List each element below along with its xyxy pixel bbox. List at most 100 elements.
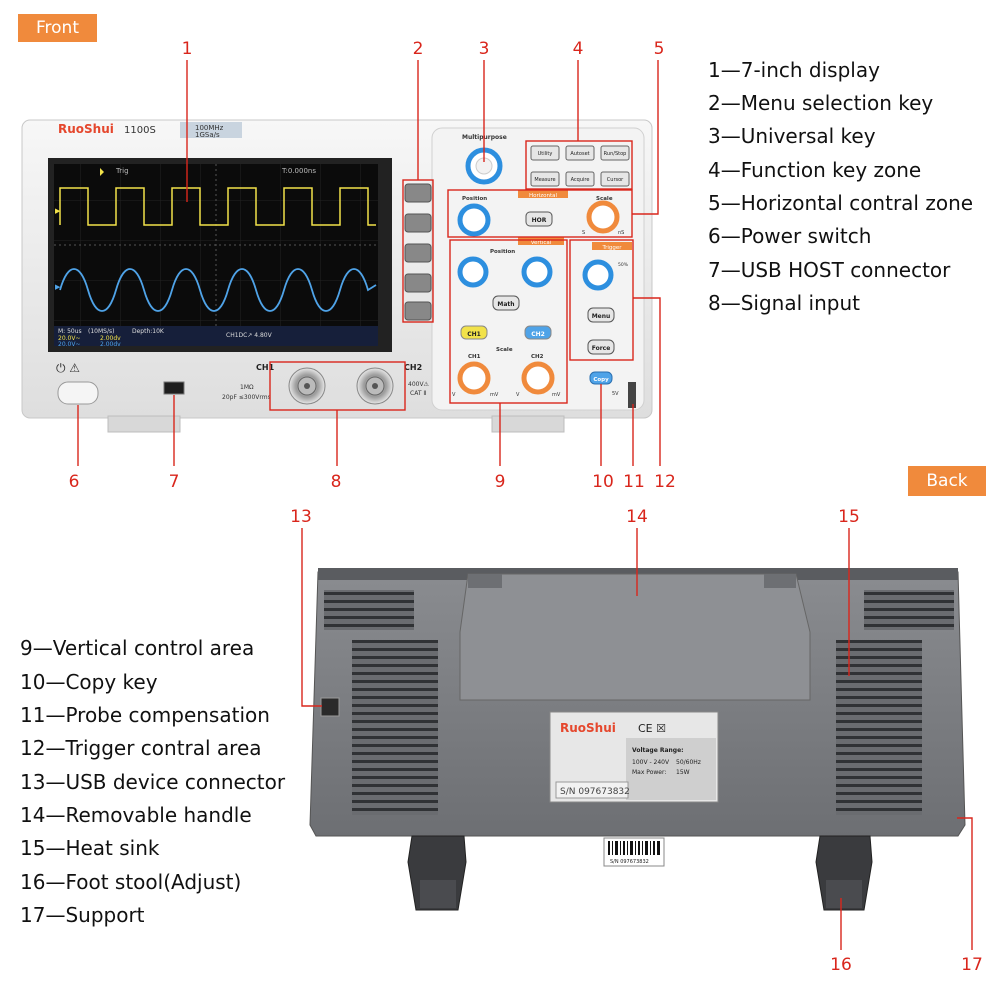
menu-key-4[interactable] bbox=[404, 273, 432, 293]
status-depth: Depth:10K bbox=[132, 328, 165, 335]
input-ch1-label: CH1 bbox=[256, 363, 275, 372]
front-stand-right bbox=[491, 415, 565, 433]
runstop-button[interactable] bbox=[600, 145, 630, 161]
ch2-position-knob[interactable] bbox=[521, 256, 553, 288]
callout-number-6: 6 bbox=[69, 472, 80, 492]
menu-key-5[interactable] bbox=[404, 301, 432, 321]
legend-top: 1—7-inch display 2—Menu selection key 3—… bbox=[708, 58, 998, 328]
trigger-marker-icon bbox=[100, 168, 104, 176]
rear-brand: RuoShui bbox=[560, 721, 616, 735]
h-scale-knob[interactable] bbox=[586, 200, 620, 234]
callout-number-4: 4 bbox=[573, 39, 584, 59]
autoset-label: Autoset bbox=[570, 151, 589, 157]
status-rate: (10MS/s) bbox=[88, 328, 114, 335]
legend-item: 1—7-inch display bbox=[708, 58, 880, 82]
callout-number-11: 11 bbox=[623, 472, 645, 492]
callout-number-13: 13 bbox=[290, 507, 312, 527]
function-key-zone: Utility Autoset Run/Stop Measure Acquire… bbox=[530, 145, 630, 187]
callout-number-10: 10 bbox=[592, 472, 614, 492]
usb-device-port[interactable] bbox=[320, 697, 340, 717]
ch2-scale-knob[interactable] bbox=[521, 361, 555, 395]
status-ch1-div: 2.00dv bbox=[100, 335, 121, 342]
serial-number: S/N 097673832 bbox=[560, 787, 630, 797]
ch1-position-knob[interactable] bbox=[457, 256, 489, 288]
legend-item: 14—Removable handle bbox=[20, 803, 252, 827]
spec-badge bbox=[180, 122, 242, 138]
power-label: Max Power: bbox=[632, 769, 666, 776]
status-ch2-div: 2.00dv bbox=[100, 341, 121, 348]
h-scale-label: Scale bbox=[596, 196, 613, 202]
probe-compensation-terminal[interactable] bbox=[628, 382, 636, 408]
h-unit-ns: nS bbox=[618, 230, 624, 236]
legend-item: 6—Power switch bbox=[708, 224, 872, 248]
trigger-level-knob[interactable] bbox=[582, 259, 614, 291]
cursor-button[interactable] bbox=[600, 171, 630, 187]
ch1-bnc-connector[interactable] bbox=[288, 367, 326, 405]
callout-number-7: 7 bbox=[169, 472, 180, 492]
ch1-button[interactable] bbox=[460, 325, 488, 340]
callout-number-2: 2 bbox=[413, 39, 424, 59]
heat-sink-right bbox=[836, 640, 922, 815]
runstop-label: Run/Stop bbox=[604, 151, 627, 157]
math-button[interactable] bbox=[492, 295, 520, 311]
status-trigger: CH1DC↗ 4.80V bbox=[226, 332, 273, 339]
legend-bottom: 9—Vertical control area 10—Copy key 11—P… bbox=[20, 636, 310, 936]
voltage-value: 100V - 240V bbox=[632, 759, 670, 766]
menu-selection-keys bbox=[404, 183, 432, 321]
legend-item: 15—Heat sink bbox=[20, 836, 160, 860]
ch2-button[interactable] bbox=[524, 325, 552, 340]
legend-item: 12—Trigger contral area bbox=[20, 736, 262, 760]
acquire-label: Acquire bbox=[571, 177, 590, 183]
force-button[interactable] bbox=[587, 339, 615, 355]
legend-item: 5—Horizontal contral zone bbox=[708, 191, 974, 215]
ch2-bnc-connector[interactable] bbox=[356, 367, 394, 405]
legend-item: 16—Foot stool(Adjust) bbox=[20, 870, 242, 894]
power-symbols: ⏻ ⚠ bbox=[56, 361, 80, 375]
ch1-scale-knob[interactable] bbox=[457, 361, 491, 395]
legend-item: 9—Vertical control area bbox=[20, 636, 255, 660]
measure-button[interactable] bbox=[530, 171, 560, 187]
foot-stool-left[interactable] bbox=[407, 835, 467, 911]
power-switch[interactable] bbox=[57, 381, 99, 405]
horizontal-label: Horizontal bbox=[529, 193, 558, 199]
usb-host-port[interactable] bbox=[163, 381, 185, 395]
input-category: CAT Ⅱ bbox=[410, 390, 426, 397]
callout-number-12: 12 bbox=[654, 472, 676, 492]
legend-item: 2—Menu selection key bbox=[708, 91, 934, 115]
legend-item: 13—USB device connector bbox=[20, 770, 286, 794]
ch1-marker: ▶ bbox=[55, 207, 61, 215]
acquire-button[interactable] bbox=[565, 171, 595, 187]
trigger-menu-label: Menu bbox=[592, 313, 611, 320]
h-position-knob[interactable] bbox=[457, 203, 491, 237]
legend-item: 10—Copy key bbox=[20, 670, 158, 694]
vertical-label: Vertical bbox=[531, 240, 552, 246]
status-bar bbox=[54, 326, 378, 346]
input-ch2-label: CH2 bbox=[404, 363, 422, 372]
front-view: RuoShui 1100S 100MHz 1GSa/s Trig T:0.000… bbox=[21, 119, 653, 433]
legend-item: 17—Support bbox=[20, 903, 145, 927]
hor-button[interactable] bbox=[525, 211, 553, 227]
foot-stool-right[interactable] bbox=[815, 835, 873, 911]
heat-sink-left bbox=[352, 640, 438, 815]
brand-logo: RuoShui bbox=[58, 122, 114, 136]
callout-number-14: 14 bbox=[626, 507, 648, 527]
cursor-label: Cursor bbox=[607, 177, 624, 183]
callout-number-15: 15 bbox=[838, 507, 860, 527]
autoset-button[interactable] bbox=[565, 145, 595, 161]
menu-key-3[interactable] bbox=[404, 243, 432, 263]
force-label: Force bbox=[592, 345, 611, 352]
ch1-unit-mv: mV bbox=[490, 392, 499, 398]
ch2-scale-caption: CH2 bbox=[531, 354, 544, 360]
menu-key-1[interactable] bbox=[404, 183, 432, 203]
vertical-zone: Vertical Position Math CH1 CH2 Scale CH1… bbox=[452, 237, 564, 398]
horizontal-zone: Horizontal Position HOR Scale S nS bbox=[457, 190, 624, 237]
utility-button[interactable] bbox=[530, 145, 560, 161]
spec-bandwidth: 100MHz bbox=[195, 124, 224, 132]
trigger-zone: Trigger 50% Menu Force bbox=[582, 242, 632, 355]
legend-item: 3—Universal key bbox=[708, 124, 876, 148]
trigger-menu-button[interactable] bbox=[587, 307, 615, 323]
rear-callouts bbox=[301, 528, 973, 950]
voltage-freq: 50/60Hz bbox=[676, 759, 701, 766]
ch1-button-label: CH1 bbox=[467, 331, 481, 338]
menu-key-2[interactable] bbox=[404, 213, 432, 233]
